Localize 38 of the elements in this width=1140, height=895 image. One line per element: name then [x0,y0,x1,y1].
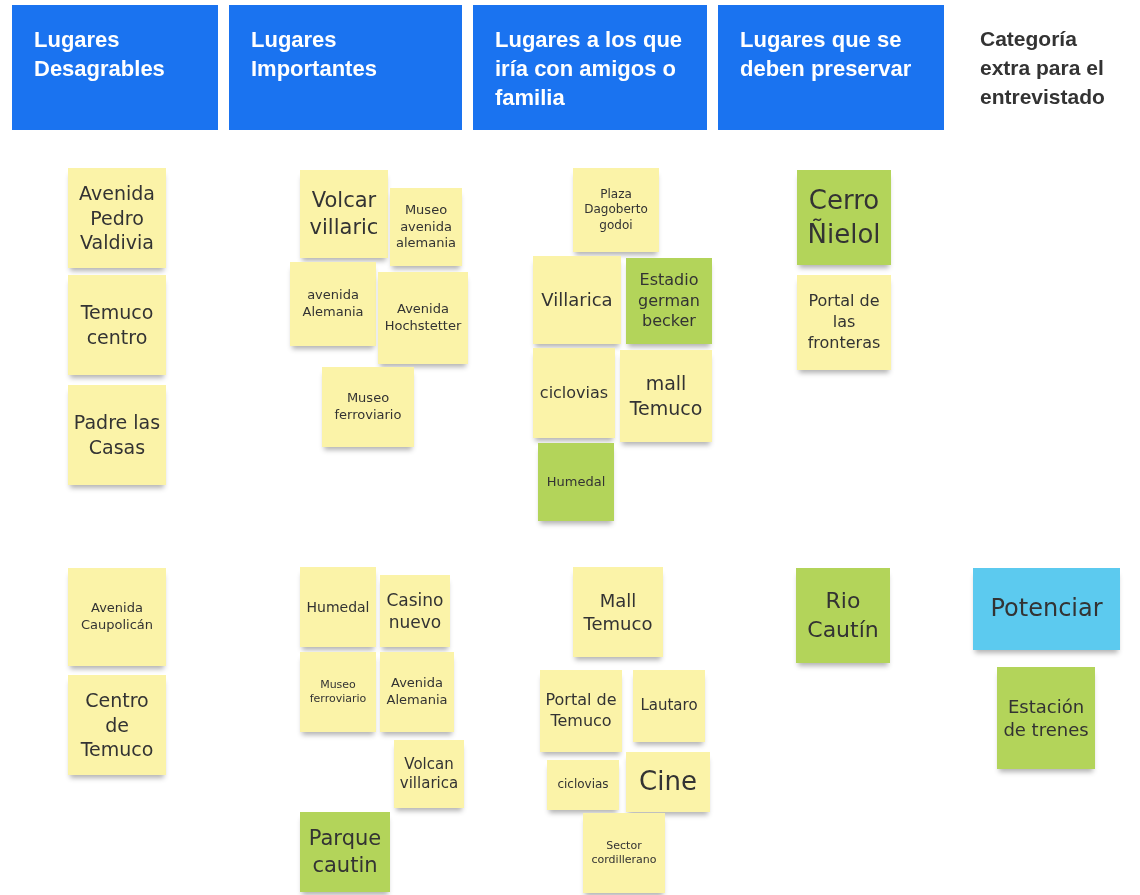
column-header: Lugares Desagrables [12,5,218,130]
sticky-note: Padre las Casas [68,385,166,485]
sticky-note: Temuco centro [68,275,166,375]
sticky-note: Mall Temuco [573,567,663,657]
sticky-note: Estadio german becker [626,258,712,344]
sticky-note: Avenida Caupolicán [68,568,166,666]
sticky-note: Humedal [538,443,614,521]
sticky-note: Avenida Alemania [380,652,454,732]
sticky-note: Portal de Temuco [540,670,622,752]
sticky-note: Cine [626,752,710,812]
column-header: Lugares a los que iría con amigos o familia [473,5,707,130]
sticky-note: mall Temuco [620,350,712,442]
sticky-note: ciclovias [533,348,615,438]
sticky-note: Museo ferroviario [300,652,376,732]
sticky-note: ciclovias [547,760,619,810]
sticky-note: Estación de trenes [997,667,1095,769]
sticky-note: Humedal [300,567,376,647]
sticky-note: Centro de Temuco [68,675,166,775]
sticky-note: avenida Alemania [290,262,376,346]
column-header: Lugares que se deben preservar [718,5,944,130]
sticky-note: Lautaro [633,670,705,742]
sticky-note: Cerro Ñielol [797,170,891,265]
column-header: Lugares Importantes [229,5,462,130]
sticky-note: Museo avenida alemania [390,188,462,266]
sticky-note: Rio Cautín [796,568,890,663]
sticky-note: Avenida Pedro Valdivia [68,168,166,268]
sticky-note: Potenciar [973,568,1120,650]
sticky-note: Museo ferroviario [322,367,414,447]
sticky-note: Avenida Hochstetter [378,272,468,364]
sticky-note: Plaza Dagoberto godoi [573,168,659,252]
sticky-note: Parque cautin [300,812,390,892]
sticky-note: Villarica [533,256,621,344]
sticky-note: Volcan villarica [394,740,464,808]
sticky-note: Portal de las fronteras [797,275,891,370]
column-header-text: Categoría extra para el entrevistado [980,26,1106,110]
sticky-note: Casino nuevo [380,575,450,647]
sticky-note: Volcar villaric [300,170,388,258]
sticky-note: Sector cordillerano [583,813,665,893]
